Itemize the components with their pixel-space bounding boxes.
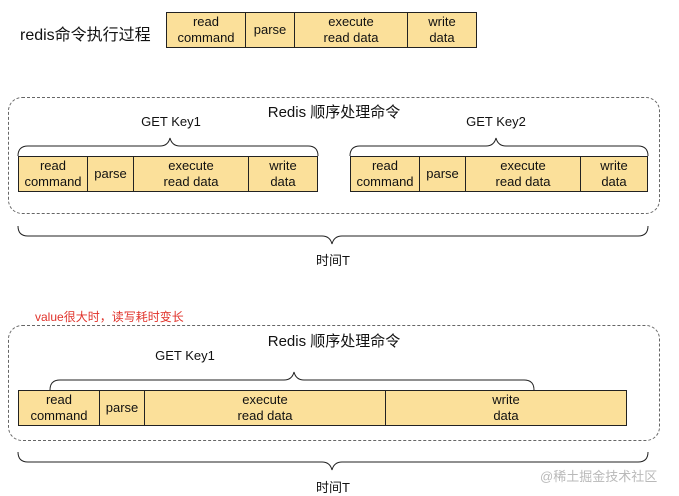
s1c1-read-command: read command [18,156,88,192]
s1c1-write: write data [248,156,318,192]
section1-time-label: 时间T [316,253,350,268]
large-value-note: value很大时，读写耗时变长 [35,310,184,324]
stage-execute: execute read data [294,12,408,48]
s1c2-read-command: read command [350,156,420,192]
watermark: @稀土掘金技术社区 [540,469,658,484]
section2-time-label: 时间T [316,480,350,495]
section2-cmd1-label: GET Key1 [155,348,215,363]
section2-container [8,325,660,441]
diagram-title: redis命令执行过程 [20,27,151,44]
section2-title: Redis 顺序处理命令 [267,333,401,350]
section1-title: Redis 顺序处理命令 [267,104,401,121]
s2c1-execute: execute read data [144,390,386,426]
s1c1-execute: execute read data [133,156,249,192]
s1c2-parse: parse [419,156,466,192]
s1c2-write: write data [580,156,648,192]
s1c1-parse: parse [87,156,134,192]
cmd1-label: GET Key1 [141,114,201,129]
stage-write: write data [407,12,477,48]
s1c2-execute: execute read data [465,156,581,192]
s2c1-read-command: read command [18,390,100,426]
cmd2-label: GET Key2 [466,114,526,129]
section1-container [8,97,660,214]
s2c1-write: write data [385,390,627,426]
